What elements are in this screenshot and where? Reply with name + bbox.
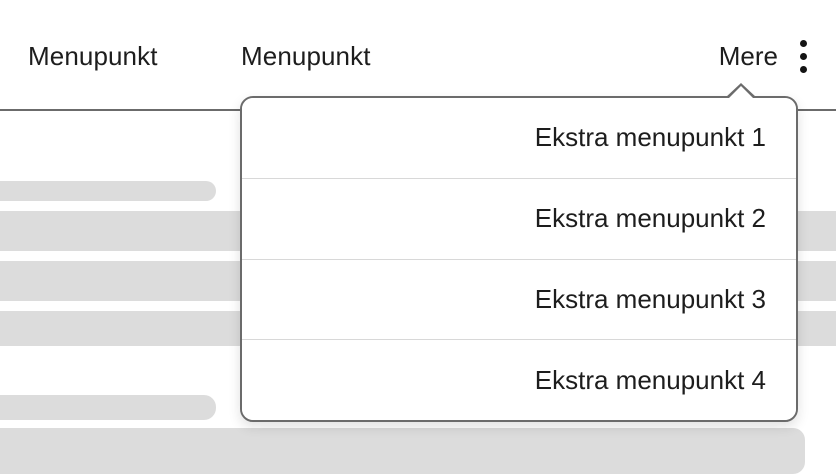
kebab-dot [799, 52, 807, 60]
dropdown-menu-item-1[interactable]: Ekstra menupunkt 1 [242, 98, 796, 178]
kebab-menu-icon[interactable] [796, 38, 810, 74]
dropdown-caret [728, 86, 754, 99]
nav-item-menupunkt-2[interactable]: Menupunkt [241, 41, 371, 71]
nav-item-menupunkt-1[interactable]: Menupunkt [28, 41, 158, 71]
skeleton-bar [0, 395, 216, 420]
dropdown-menu-item-4[interactable]: Ekstra menupunkt 4 [242, 339, 796, 420]
more-menu-dropdown: Ekstra menupunkt 1 Ekstra menupunkt 2 Ek… [240, 83, 798, 422]
dropdown-menu-item-2[interactable]: Ekstra menupunkt 2 [242, 177, 796, 259]
dropdown-menu-item-3[interactable]: Ekstra menupunkt 3 [242, 258, 796, 340]
dropdown-menu-list: Ekstra menupunkt 1 Ekstra menupunkt 2 Ek… [242, 98, 796, 420]
more-menu-label: Mere [718, 41, 778, 71]
kebab-dot [799, 65, 807, 73]
top-navigation-bar: Menupunkt Menupunkt Mere [0, 0, 836, 111]
more-menu-button[interactable]: Mere [719, 38, 810, 74]
kebab-dot [799, 39, 807, 47]
skeleton-bar [0, 428, 805, 474]
skeleton-bar [0, 181, 216, 201]
